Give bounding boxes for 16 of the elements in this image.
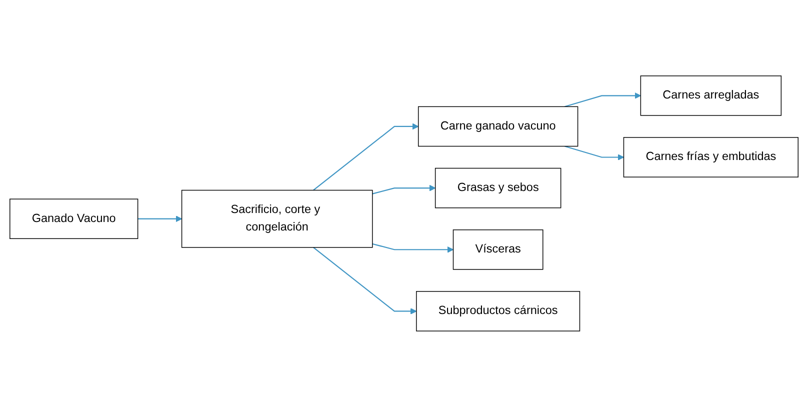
- node-box: [640, 76, 782, 116]
- node-box: [416, 291, 580, 332]
- node-box: [434, 168, 562, 208]
- arrow: [372, 184, 436, 194]
- arrow: [138, 216, 182, 222]
- flowchart: Ganado Vacuno Sacrificio, corte y congelación Carne ganado vacuno Carnes arregladas Carnes frías y embutidas Grasas y sebos Vísceras Subproductos cárnicos: [4, 70, 804, 337]
- node-box: [10, 198, 138, 240]
- arrow: [313, 247, 417, 314]
- node-box: [452, 230, 544, 270]
- node-box: [623, 137, 798, 178]
- arrow: [372, 243, 454, 253]
- node-box: [418, 106, 578, 147]
- arrow: [564, 92, 641, 108]
- node-box: [181, 190, 373, 248]
- arrow: [313, 123, 419, 191]
- arrow: [564, 146, 624, 161]
